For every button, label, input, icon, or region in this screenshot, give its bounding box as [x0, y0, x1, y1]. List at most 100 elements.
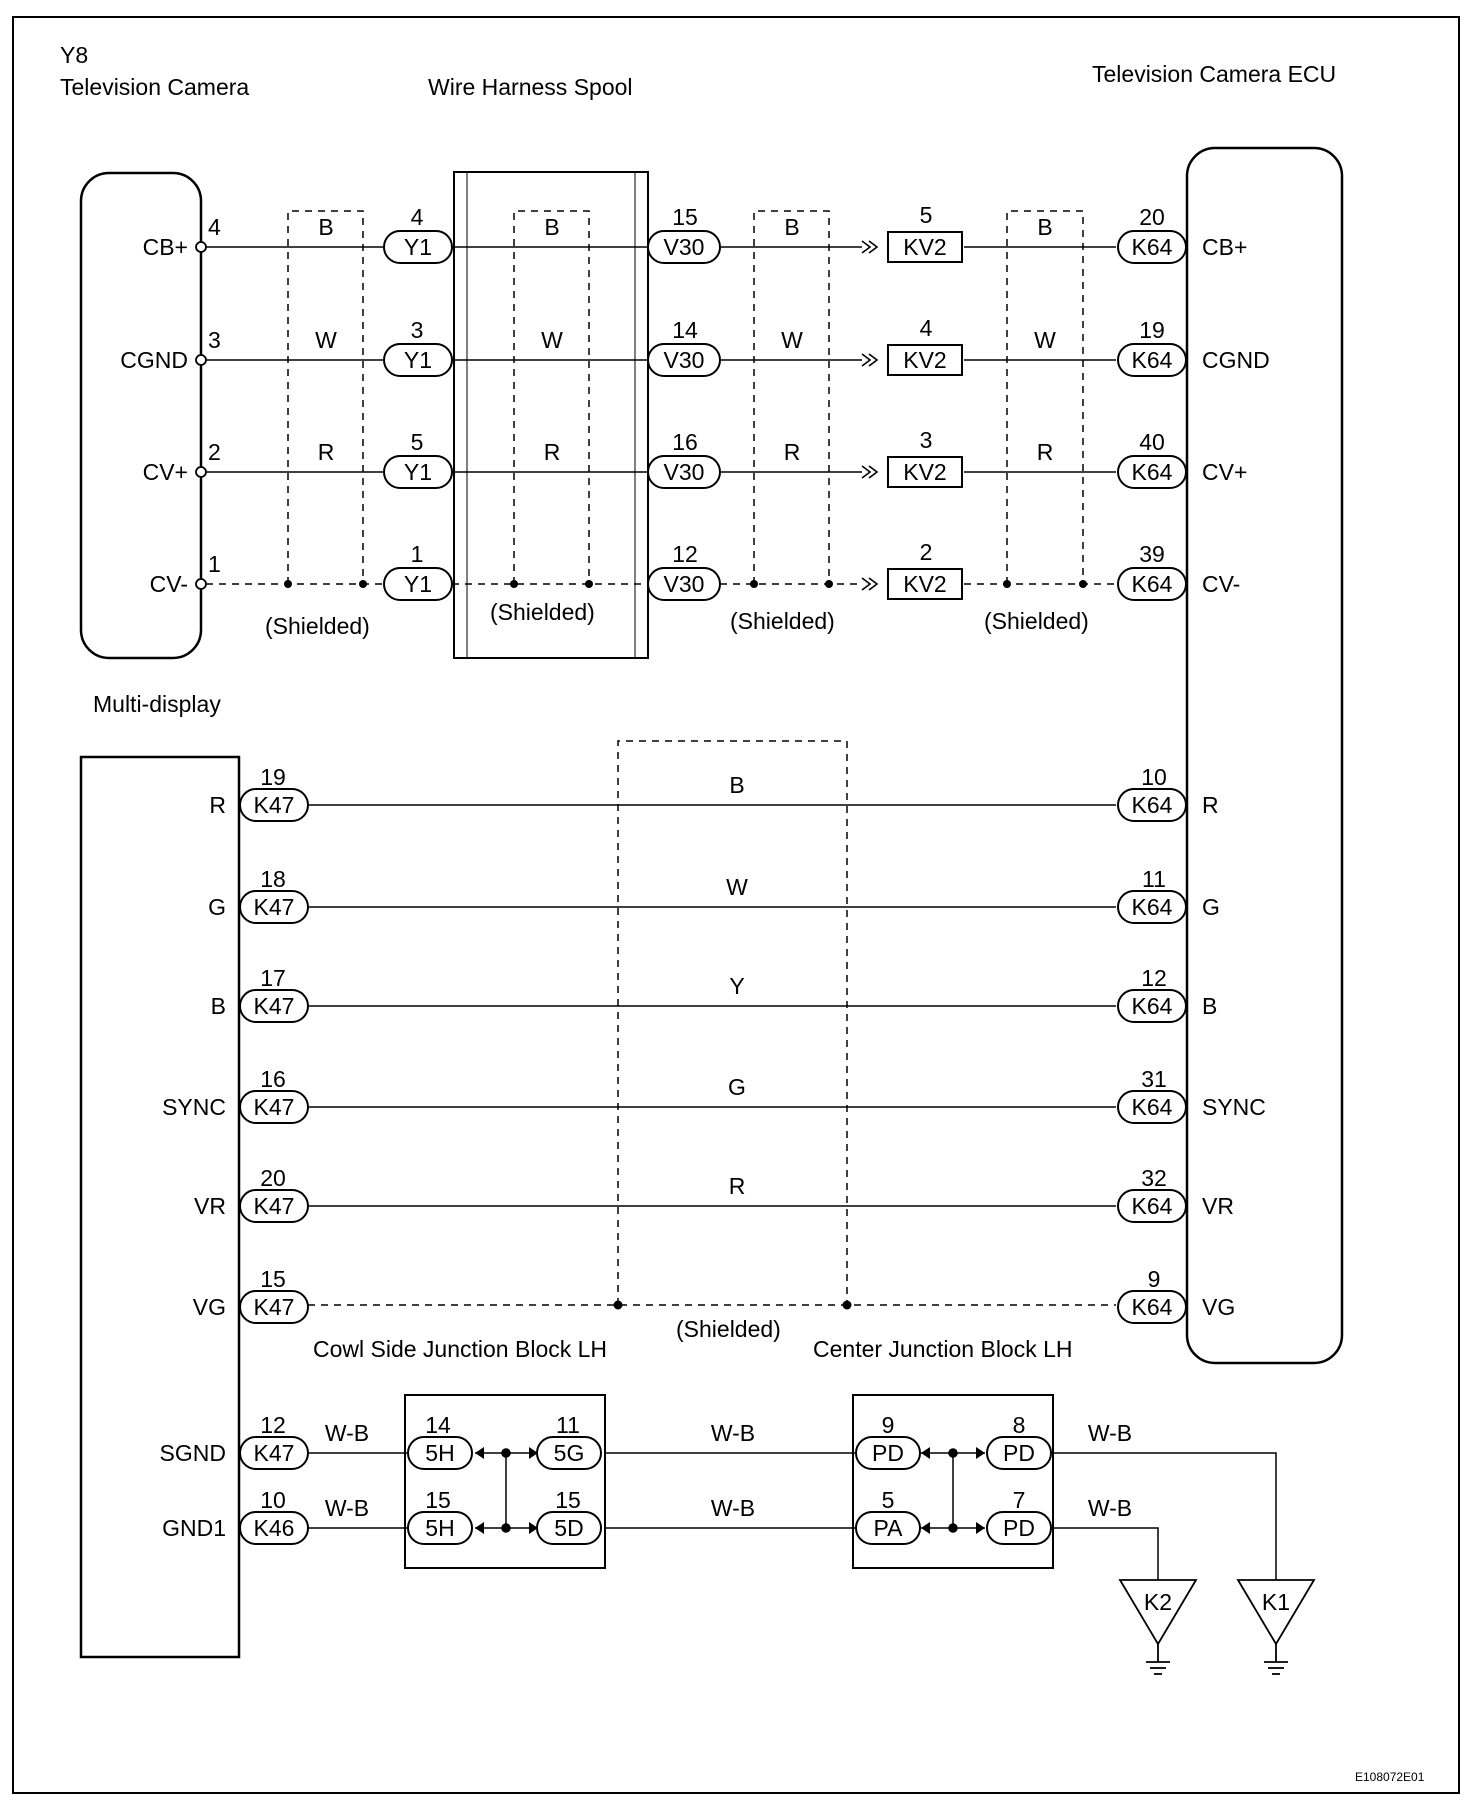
y1-pin-number: 3 [411, 317, 424, 343]
wire-color: R [784, 439, 801, 465]
wire-color: W-B [325, 1420, 369, 1446]
connector-v30-label: V30 [664, 347, 705, 373]
camera-pin-name: CV- [150, 571, 188, 597]
display-title: Multi-display [93, 691, 221, 717]
connector-center-in-label: PA [874, 1515, 904, 1541]
connector-v30: V30 [647, 230, 721, 264]
kv2-pin-number: 5 [920, 202, 933, 228]
connector-v30-label: V30 [664, 571, 705, 597]
ecu-title: Television Camera ECU [1092, 61, 1336, 87]
center-out-pin-number: 7 [1013, 1487, 1026, 1513]
connector-k64: K64 [1117, 343, 1187, 377]
junction-arrows [475, 1522, 985, 1534]
figure-code: E108072E01 [1355, 1770, 1425, 1784]
connector-y1: Y1 [383, 455, 453, 489]
wire-color: W [726, 874, 748, 900]
connector-k64-label: K64 [1132, 894, 1173, 920]
connector-k64: K64 [1117, 1290, 1187, 1324]
connector-k64: K64 [1117, 788, 1187, 822]
k64-pin-number: 32 [1141, 1165, 1167, 1191]
connector-y1: Y1 [383, 230, 453, 264]
ground-pin-number: 10 [260, 1487, 286, 1513]
vg-dot-left [613, 1300, 623, 1310]
connector-kv2-label: KV2 [903, 459, 946, 485]
wire-color: W [541, 327, 563, 353]
display-body [79, 755, 241, 1659]
wire-color: B [544, 214, 559, 240]
k47-pin-number: 16 [260, 1066, 286, 1092]
ground-code: K1 [1262, 1589, 1290, 1615]
display-pin-name: VR [194, 1193, 226, 1219]
ecu-pin-name: R [1202, 792, 1219, 818]
diagram-frame [12, 16, 1460, 1794]
connector-y1: Y1 [383, 567, 453, 601]
cowl-junction-label: Cowl Side Junction Block LH [313, 1336, 607, 1362]
connector-k64-label: K64 [1132, 571, 1173, 597]
ecu-pin-name: B [1202, 993, 1217, 1019]
wire-color: R [1037, 439, 1054, 465]
ecu-pin-name: CV- [1202, 571, 1240, 597]
k64-pin-number: 10 [1141, 764, 1167, 790]
connector-cowl-in-label: 5H [425, 1515, 454, 1541]
connector-k47-label: K47 [254, 993, 295, 1019]
v30-pin-number: 14 [672, 317, 698, 343]
connector-k64-label: K64 [1132, 234, 1173, 260]
connector-k47-label: K47 [254, 1294, 295, 1320]
k47-pin-number: 17 [260, 965, 286, 991]
connector-k64-label: K64 [1132, 792, 1173, 818]
ecu-pin-name: VR [1202, 1193, 1234, 1219]
spool-title: Wire Harness Spool [428, 74, 633, 100]
camera-pin-name: CGND [120, 347, 188, 373]
upper-wires [206, 246, 1187, 473]
connector-kv2-label: KV2 [903, 571, 946, 597]
connector-k64: K64 [1117, 1189, 1187, 1223]
junction-internal [501, 1448, 958, 1533]
connector-k64-label: K64 [1132, 1193, 1173, 1219]
display-pin-name: VG [193, 1294, 226, 1320]
ground-symbol-k1 [1236, 1579, 1316, 1675]
connector-center-in-label: PD [872, 1440, 904, 1466]
ground-code: K2 [1144, 1589, 1172, 1615]
wire-color: W-B [711, 1495, 755, 1521]
camera-pin-name: CB+ [143, 234, 188, 260]
camera-pin-number: 4 [208, 214, 221, 240]
connector-cowl-in: 5H [407, 1511, 473, 1545]
spool-body [453, 171, 649, 659]
kv2-pin-number: 3 [920, 427, 933, 453]
wire-color: B [784, 214, 799, 240]
connector-y1-label: Y1 [404, 234, 432, 260]
cowl-in-pin-number: 14 [425, 1412, 451, 1438]
connector-k47: K47 [239, 1436, 309, 1470]
k47-pin-number: 20 [260, 1165, 286, 1191]
k47-pin-number: 18 [260, 866, 286, 892]
camera-terminal [195, 354, 207, 366]
camera-pin-number: 1 [208, 551, 221, 577]
cowl-out-pin-number: 15 [555, 1487, 581, 1513]
connector-y1-label: Y1 [404, 347, 432, 373]
ground-pin-name: GND1 [162, 1515, 226, 1541]
display-pin-name: G [208, 894, 226, 920]
k64-pin-number: 39 [1139, 541, 1165, 567]
connector-cowl-out-label: 5D [554, 1515, 583, 1541]
camera-body [79, 171, 203, 660]
wire-color: Y [729, 973, 744, 999]
kv2-pin-number: 2 [920, 539, 933, 565]
connector-kv2-label: KV2 [903, 347, 946, 373]
display-pin-name: R [209, 792, 226, 818]
k64-pin-number: 12 [1141, 965, 1167, 991]
connector-k64-label: K64 [1132, 1294, 1173, 1320]
camera-terminal [195, 466, 207, 478]
connector-kv2: KV2 [887, 231, 963, 263]
connector-k47-label: K47 [254, 894, 295, 920]
ecu-pin-name: SYNC [1202, 1094, 1266, 1120]
k47-pin-number: 19 [260, 764, 286, 790]
camera-code: Y8 [60, 42, 88, 68]
connector-cowl-in: 5H [407, 1436, 473, 1470]
ecu-pin-name: CV+ [1202, 459, 1247, 485]
connector-center-in: PA [855, 1511, 921, 1545]
connector-k46: K46 [239, 1511, 309, 1545]
cowl-out-pin-number: 11 [556, 1412, 580, 1438]
ground-symbol-k2 [1118, 1579, 1198, 1675]
center-junction-block [852, 1394, 1054, 1569]
upper-shield-boxes [287, 210, 1084, 584]
